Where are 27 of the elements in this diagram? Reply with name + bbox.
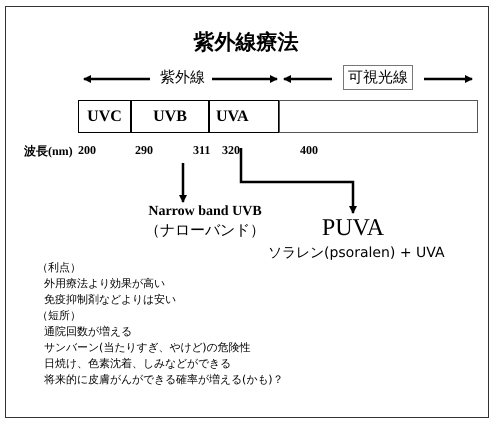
list-item: 日焼け、色素沈着、しみなどができる xyxy=(44,356,231,371)
list-heading: （利点） xyxy=(37,260,81,275)
list-heading: （短所） xyxy=(37,308,81,323)
wavelength-value: 200 xyxy=(78,143,96,158)
axis-label: 波長(nm) xyxy=(24,143,73,160)
range-label: 紫外線 xyxy=(158,68,207,87)
list-item: 通院回数が増える xyxy=(44,324,132,339)
wavelength-value: 311 xyxy=(193,143,210,158)
wavelength-value: 290 xyxy=(135,143,153,158)
list-item: サンバーン(当たりすぎ、やけど)の危険性 xyxy=(44,340,251,355)
list-item: 将来的に皮膚がんができる確率が増える(かも)？ xyxy=(44,372,284,387)
spectrum-segment: UVA xyxy=(209,100,279,133)
therapy-name: PUVA xyxy=(322,215,384,242)
therapy-description: （ナローバンド） xyxy=(145,221,265,240)
wavelength-value: 400 xyxy=(300,143,318,158)
therapy-name: Narrow band UVB xyxy=(148,204,262,220)
list-item: 外用療法より効果が高い xyxy=(44,276,165,291)
spectrum-segment xyxy=(279,100,478,133)
label-box: 可視光線 xyxy=(343,65,413,90)
wavelength-value: 320 xyxy=(222,143,240,158)
therapy-description: ソラレン(psoralen) + UVA xyxy=(268,244,445,262)
spectrum-segment: UVC xyxy=(78,100,131,133)
arrow xyxy=(179,163,187,203)
spectrum-segment: UVB xyxy=(131,100,209,133)
arrow xyxy=(240,148,357,214)
list-item: 免疫抑制剤などよりは安い xyxy=(44,292,176,307)
title: 紫外線療法 xyxy=(192,29,300,56)
